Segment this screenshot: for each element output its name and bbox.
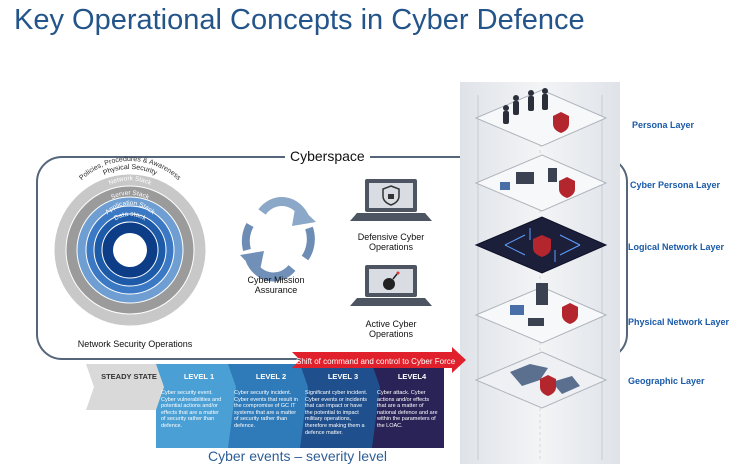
logical-network-layer-label: Logical Network Layer [628,242,725,252]
severity-band [86,347,466,448]
level-steady-chevron [86,364,168,410]
page-title: Key Operational Concepts in Cyber Defenc… [14,4,585,36]
people-icon [503,88,548,124]
physical-network-layer-label: Physical Network Layer [628,317,730,327]
severity-label: Cyber events – severity level [208,448,387,464]
level-1-desc: Cyber security event. Cyber vulnerabilit… [161,390,222,429]
active-caption-line2: Operations [368,329,414,339]
network-security-caption: Network Security Operations [77,339,193,349]
level-2-desc: Cyber security incident. Cyber events th… [234,390,298,429]
ring-label-server: Server Stack [110,190,151,202]
cyberspace-label: Cyberspace [285,148,370,164]
ring-label-data: Data stack [113,211,148,223]
ring-core [113,233,147,267]
shift-arrow [292,347,466,373]
level-2-title: LEVEL 2 [255,372,287,381]
cycle-arrows-icon [240,197,316,282]
level-3-title: LEVEL 3 [327,372,359,381]
level-1-chevron [156,364,240,448]
active-caption-line1: Active Cyber [365,319,417,329]
mission-assurance-caption: Cyber Mission Assurance [236,275,316,295]
persona-layer-plate [474,89,608,147]
level-4-title: LEVEL4 [397,372,427,381]
defensive-laptop-icon [350,179,432,221]
level-4-desc: Cyber attack. Cyber actions and/or effec… [377,390,438,429]
level-3-desc: Significant cyber incident. Cyber events… [305,390,368,436]
security-rings: Policies, Procedures & Awareness Physica… [53,156,207,327]
defensive-caption-line2: Operations [368,242,414,252]
ring-label-network: Network Stack [108,175,153,187]
mission-caption-line1: Cyber Mission [247,275,305,285]
level-2-chevron [228,364,312,448]
persona-layer-label: Persona Layer [632,120,695,130]
active-laptop-icon [350,265,432,306]
geographic-layer-label: Geographic Layer [628,376,705,386]
cyber-layers-tower [460,82,620,464]
physical-network-layer-plate [474,286,608,344]
cyber-persona-layer-label: Cyber Persona Layer [630,180,721,190]
defensive-ops-caption: Defensive Cyber Operations [346,232,436,252]
level-4-chevron [372,364,444,448]
level-1-title: LEVEL 1 [183,372,215,381]
cyber-persona-layer-plate [474,154,608,212]
shift-text: Shift of command and control to Cyber Fo… [296,357,456,366]
active-ops-caption: Active Cyber Operations [346,319,436,339]
level-3-chevron [300,364,384,448]
level-steady-title: STEADY STATE [101,372,157,381]
mission-caption-line2: Assurance [254,285,298,295]
defensive-caption-line1: Defensive Cyber [357,232,425,242]
